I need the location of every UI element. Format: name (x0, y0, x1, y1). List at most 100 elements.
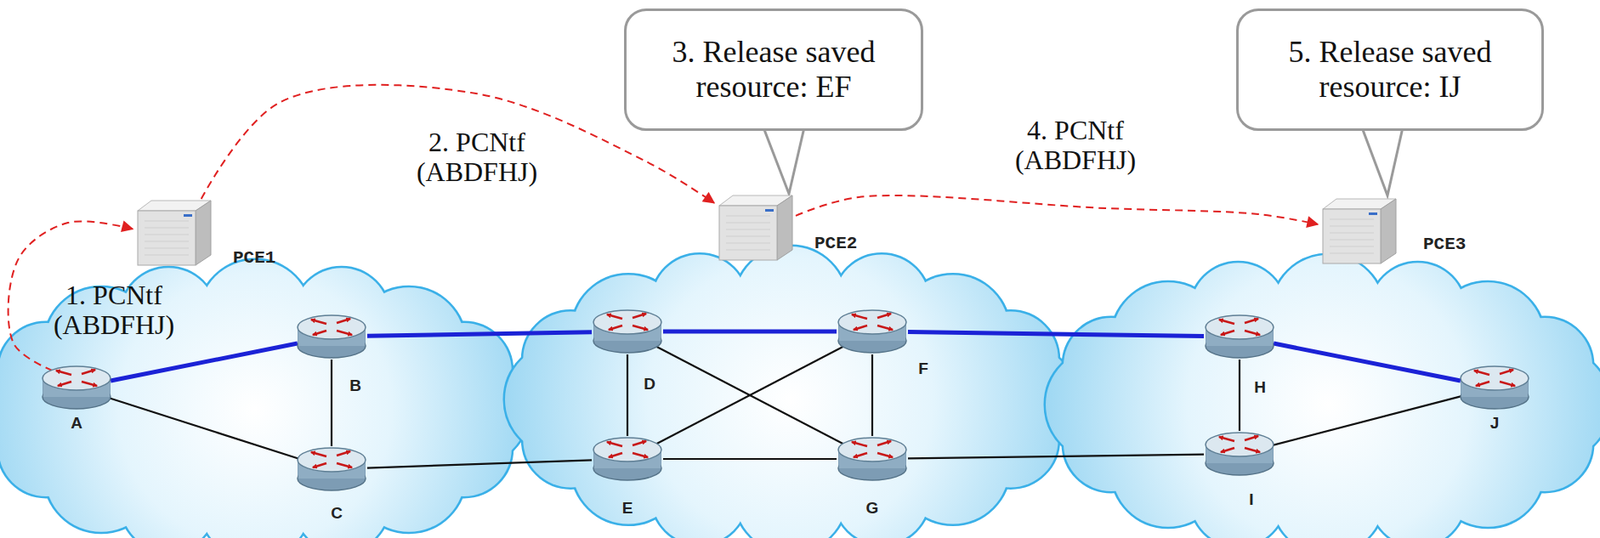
router-top (593, 310, 662, 335)
router-top (297, 315, 366, 340)
router-arrow (336, 451, 351, 456)
server-icon (132, 198, 215, 267)
router-label: J (1490, 414, 1500, 433)
router-arrow (311, 452, 327, 457)
server-vent (144, 234, 189, 236)
domain-cloud (0, 260, 529, 538)
router-icon (40, 364, 113, 411)
router-label: E (622, 499, 634, 518)
message-label: 2. PCNtf (ABDFHJ) (387, 127, 567, 188)
router-top (1460, 366, 1529, 391)
router-arrow (1220, 330, 1235, 335)
router-icon (836, 436, 908, 483)
server-logo (765, 209, 774, 212)
cloud-outline (1271, 255, 1385, 368)
router-icon (1458, 364, 1531, 411)
router-arrow (853, 325, 868, 330)
router-arrow (607, 442, 623, 447)
network-link (108, 397, 301, 460)
router-arrow (1475, 381, 1490, 386)
server-vent (726, 243, 771, 244)
router-top (593, 437, 662, 462)
cloud-fill (652, 254, 748, 350)
router-label: H (1253, 378, 1266, 398)
cloud-fill (1190, 262, 1286, 358)
server-front (137, 210, 196, 266)
router-arrow (336, 318, 351, 324)
cloud-fill (734, 440, 847, 538)
router-arrow (336, 330, 352, 335)
router: I (1203, 431, 1276, 477)
router-top (42, 366, 111, 391)
router-icon (1203, 431, 1276, 477)
cloud-fill (734, 246, 847, 359)
server-vent (1329, 239, 1374, 241)
router-arrow (1244, 318, 1259, 324)
router-arrow (608, 325, 623, 330)
path-link (367, 332, 592, 337)
router-icon (591, 436, 664, 483)
router-top (838, 310, 907, 335)
router-arrow (632, 441, 647, 446)
router-arrow (1474, 370, 1490, 375)
router-icon (295, 446, 368, 493)
server-icon (714, 193, 796, 262)
server-vent (1329, 232, 1374, 234)
router-arrow (1499, 381, 1515, 386)
router-arrow (312, 330, 327, 335)
cloud-outline (416, 323, 512, 419)
callout-text: 5. Release saved resource: IJ (1250, 34, 1530, 106)
cloud-fill (1271, 255, 1385, 368)
router-arrow (56, 370, 72, 375)
router-label: C (330, 504, 343, 523)
path-link (907, 332, 1204, 337)
router-arrow (851, 314, 868, 319)
router-arrow (632, 313, 647, 318)
callout-box: 3. Release saved resource: EF (624, 8, 924, 131)
pce-server: PCE3 (1317, 197, 1400, 266)
cloud-outline (652, 254, 748, 350)
router-arrow (877, 313, 891, 318)
path-link (663, 329, 837, 335)
server-icon (1317, 197, 1400, 266)
network-link (330, 359, 333, 447)
network-link (907, 454, 1204, 460)
router-arrow (312, 463, 327, 468)
router-icon (591, 308, 664, 355)
network-link (655, 346, 846, 445)
server-vent (144, 241, 189, 243)
cloud-fill (834, 449, 930, 538)
pce-label: PCE3 (1423, 234, 1466, 255)
server-vent (1329, 219, 1374, 221)
router-label: B (349, 376, 362, 396)
router: J (1458, 364, 1531, 411)
cloud-fill (1370, 451, 1466, 538)
network-link (367, 459, 592, 468)
router-arrow (853, 453, 868, 458)
server-vent (726, 215, 771, 217)
router-icon (836, 308, 908, 355)
network-link (871, 354, 874, 437)
router-arrow (336, 463, 352, 468)
cloud-fill (963, 312, 1059, 408)
router: G (836, 436, 908, 483)
cloud-fill (416, 323, 512, 419)
server-vent (726, 236, 771, 238)
router-label: D (643, 374, 656, 394)
message-label: 1. PCNtf (ABDFHJ) (28, 280, 199, 341)
router-arrow (632, 453, 648, 458)
router-arrow (608, 453, 623, 458)
router-icon (1203, 313, 1276, 360)
router-top (838, 437, 907, 462)
callout-box: 5. Release saved resource: IJ (1236, 8, 1544, 131)
router-label: G (866, 499, 880, 518)
network-link (1272, 396, 1462, 446)
router-arrow (81, 381, 97, 386)
router-arrow (877, 325, 893, 330)
router-arrow (1244, 436, 1259, 441)
network-link (655, 346, 846, 445)
cloud-outline (734, 246, 847, 359)
router-top (1205, 315, 1274, 340)
server-vent (1329, 253, 1374, 255)
